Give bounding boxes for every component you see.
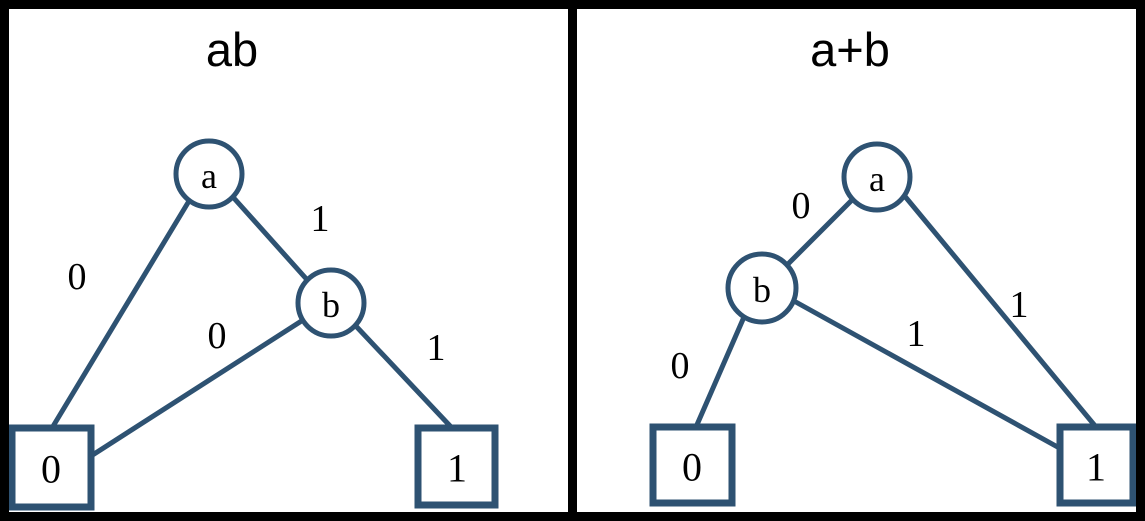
edge-b-to-1 bbox=[791, 298, 1066, 453]
panel-ab-svg: ab a b 0 1 0 1 0 1 bbox=[8, 23, 499, 511]
terminal-node-0-label: 0 bbox=[682, 445, 702, 490]
edge-a-to-b bbox=[782, 196, 856, 270]
decision-node-a[interactable] bbox=[173, 138, 245, 210]
edge-label-b-to-0: 0 bbox=[671, 345, 690, 387]
panel-title: ab bbox=[206, 23, 258, 76]
terminal-node-0[interactable] bbox=[649, 423, 736, 507]
decision-node-b-label: b bbox=[322, 285, 340, 325]
edge-b-to-0 bbox=[693, 314, 747, 430]
edge-a-to-0 bbox=[49, 198, 192, 431]
edge-label-b-to-0: 0 bbox=[208, 315, 227, 357]
terminal-node-0-label: 0 bbox=[41, 447, 61, 492]
decision-node-a-label: a bbox=[869, 159, 885, 199]
terminal-node-1[interactable] bbox=[414, 424, 499, 509]
edge-label-a-to-0: 0 bbox=[68, 256, 87, 298]
panel-a-plus-b-svg: a+b a b 0 1 0 1 0 1 bbox=[649, 23, 1137, 507]
decision-node-b[interactable] bbox=[725, 251, 799, 325]
decision-node-b-label: b bbox=[753, 270, 771, 310]
terminal-node-1[interactable] bbox=[1056, 423, 1137, 507]
edge-label-b-to-1: 1 bbox=[907, 313, 926, 355]
panel-a-plus-b: a+b a b 0 1 0 1 0 1 bbox=[572, 0, 1145, 521]
edge-label-a-to-1: 1 bbox=[1010, 284, 1029, 326]
edge-label-a-to-b: 0 bbox=[792, 185, 811, 227]
decision-node-a-label: a bbox=[201, 156, 217, 196]
edge-a-to-1 bbox=[900, 191, 1099, 430]
terminal-node-1-label: 1 bbox=[1086, 445, 1106, 490]
edge-a-to-b bbox=[229, 193, 313, 286]
decision-node-b[interactable] bbox=[295, 267, 367, 339]
terminal-node-0[interactable] bbox=[8, 424, 95, 511]
edge-label-a-to-b: 1 bbox=[311, 198, 330, 240]
panel-title: a+b bbox=[810, 23, 890, 76]
edge-b-to-0 bbox=[88, 317, 306, 459]
decision-node-a[interactable] bbox=[841, 141, 913, 213]
edge-b-to-1 bbox=[351, 321, 455, 431]
edge-label-b-to-1: 1 bbox=[427, 327, 446, 369]
terminal-node-1-label: 1 bbox=[447, 446, 467, 491]
panel-ab: ab a b 0 1 0 1 0 1 bbox=[0, 0, 573, 521]
